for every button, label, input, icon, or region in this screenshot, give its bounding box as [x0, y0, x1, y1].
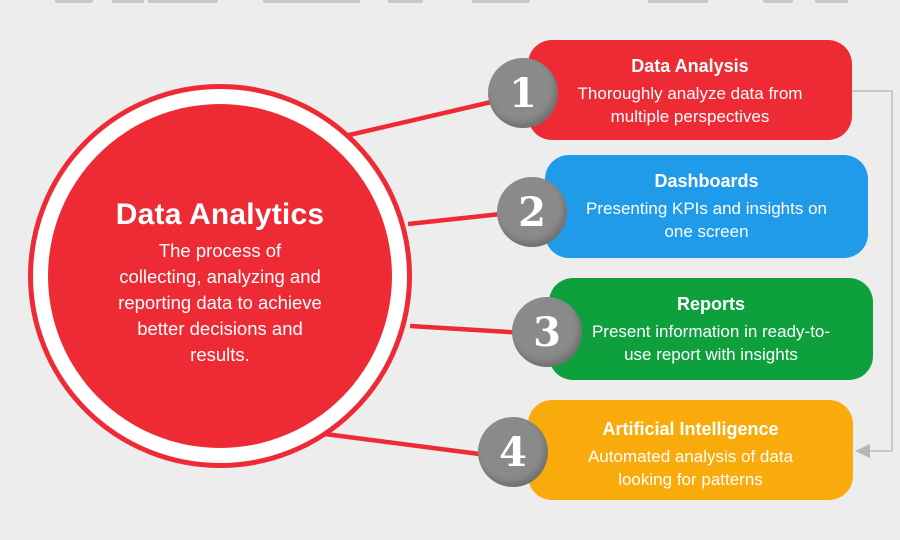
card-description: Thoroughly analyze data from multiple pe… — [577, 84, 803, 126]
number-badge-3: 3 — [512, 297, 582, 367]
number-badge-1: 1 — [488, 58, 558, 128]
feedback-bracket-line — [852, 90, 893, 452]
card-reports: Reports Present information in ready-to-… — [549, 278, 873, 380]
top-edge-artifact — [388, 0, 423, 3]
card-title: Dashboards — [654, 171, 759, 191]
top-edge-artifact — [148, 0, 218, 3]
top-edge-artifact — [55, 0, 93, 3]
hub-description: The process of collecting, analyzing and… — [118, 240, 322, 365]
card-description: Present information in ready-to- use rep… — [591, 322, 831, 364]
card-title: Data Analysis — [631, 56, 749, 76]
top-edge-artifact — [112, 0, 144, 3]
number-label: 2 — [518, 188, 546, 236]
number-badge-4: 4 — [478, 417, 548, 487]
card-description: Automated analysis of data looking for p… — [587, 447, 794, 489]
card-artificial-intelligence: Artificial Intelligence Automated analys… — [528, 400, 853, 500]
top-edge-artifact — [763, 0, 793, 3]
card-description: Presenting KPIs and insights on one scre… — [586, 199, 827, 241]
number-label: 3 — [533, 308, 561, 356]
number-label: 4 — [499, 428, 527, 476]
feedback-arrowhead-icon — [855, 444, 870, 458]
top-edge-artifact — [263, 0, 360, 3]
card-dashboards: Dashboards Presenting KPIs and insights … — [545, 155, 868, 258]
hub-title: Data Analytics — [115, 198, 325, 231]
top-edge-artifact — [648, 0, 708, 3]
number-badge-2: 2 — [497, 177, 567, 247]
hub-circle: Data Analytics The process of collecting… — [48, 104, 392, 448]
card-title: Reports — [676, 294, 745, 314]
connector-line-3 — [409, 323, 526, 336]
top-edge-artifact — [815, 0, 848, 3]
connector-line-1 — [344, 97, 501, 139]
top-edge-artifact — [472, 0, 530, 3]
card-data-analysis: Data Analysis Thoroughly analyze data fr… — [528, 40, 852, 140]
card-title: Artificial Intelligence — [602, 419, 779, 439]
connector-line-4 — [324, 431, 496, 459]
number-label: 1 — [509, 69, 537, 117]
connector-line-2 — [407, 210, 511, 227]
